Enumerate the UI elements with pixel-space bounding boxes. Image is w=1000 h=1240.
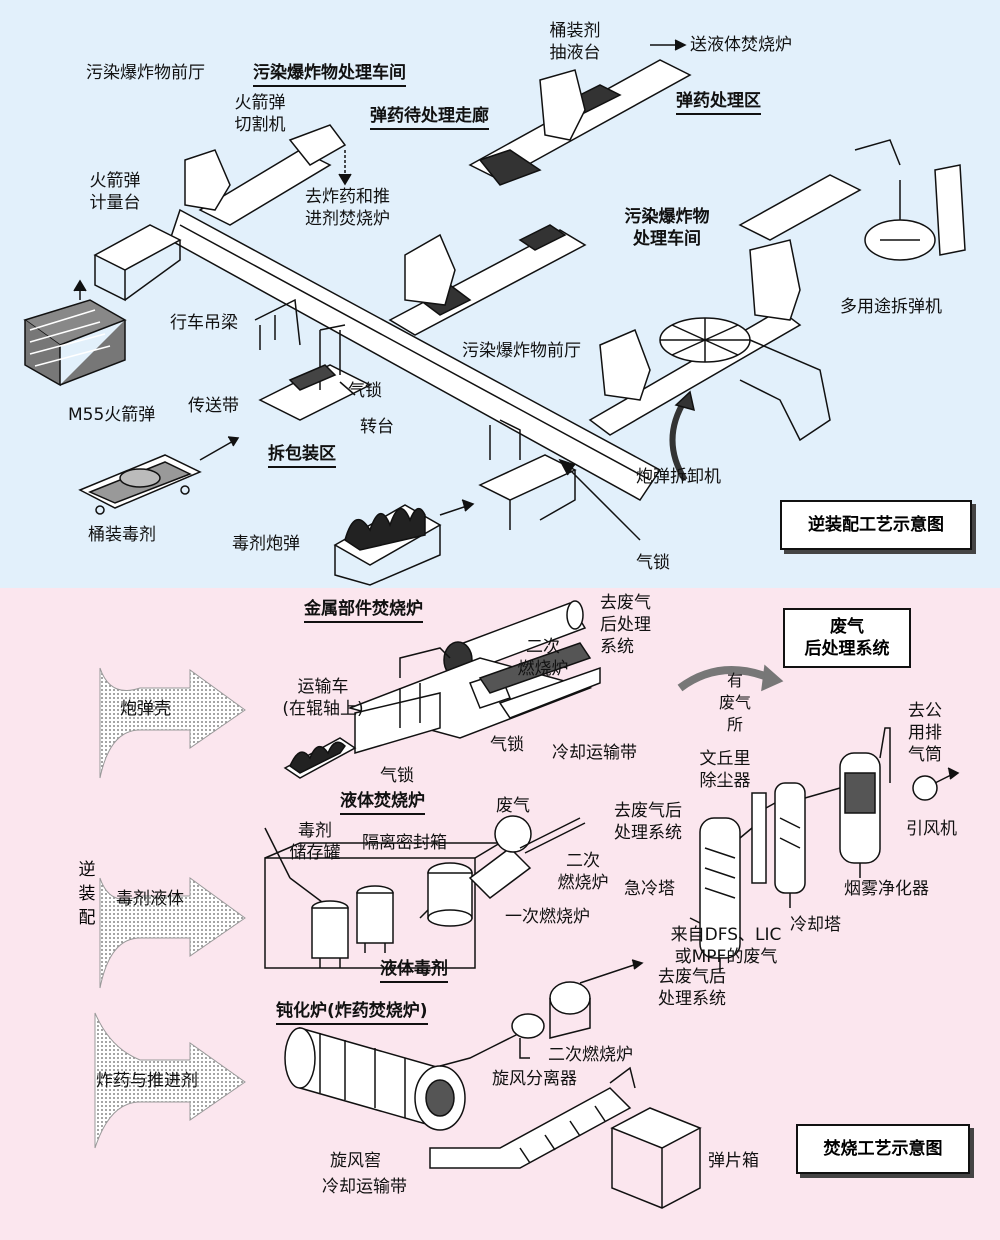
arrow-explosives [94, 1012, 246, 1149]
label-secondary-1: 二次 燃烧炉 [517, 637, 569, 679]
label-to-gas-1: 去废气 后处理 系统 [600, 593, 651, 657]
label-multi-machine: 多用途拆弹机 [840, 297, 942, 317]
label-venturi: 文丘里 除尘器 [699, 749, 751, 791]
label-to-gas-3: 去废气后 处理系统 [658, 967, 726, 1009]
incineration-drawing [94, 600, 960, 1209]
label-shell-machine: 炮弹拆卸机 [636, 467, 721, 487]
label-corridor: 弹药待处理走廊 [370, 105, 489, 130]
booth-4 [749, 239, 801, 321]
label-from-dfs: 来自DFS、LIC 或MPF的废气 [670, 925, 782, 967]
label-to-liquid: 送液体焚烧炉 [690, 35, 792, 55]
label-quench: 急冷塔 [624, 879, 675, 899]
main-corridor [169, 208, 662, 501]
label-workshop-1: 污染爆炸物处理车间 [253, 62, 406, 87]
drum-agent-cart [78, 454, 202, 515]
label-front-hall-1: 污染爆炸物前厅 [86, 63, 205, 83]
label-rotary-kiln: 旋风窖 [330, 1151, 381, 1171]
label-front-hall-2: 污染爆炸物前厅 [462, 341, 581, 361]
label-fan: 引风机 [906, 819, 957, 839]
arrow-shell-casing [99, 667, 246, 779]
label-metal-furnace: 金属部件焚烧炉 [304, 598, 423, 623]
reverse-assembly-panel: 污染爆炸物前厅 污染爆炸物处理车间 火箭弹 切割机 火箭弹 计量台 去炸药和推 … [0, 0, 1000, 588]
cooling-conveyor-2 [429, 1087, 632, 1169]
booth-2 [404, 233, 456, 306]
label-cool-tower: 冷却塔 [790, 915, 841, 935]
label-smoke: 烟雾净化器 [844, 879, 929, 899]
booth-5 [539, 69, 586, 141]
cooling-tower [774, 782, 806, 894]
incineration-panel: 金属部件焚烧炉 去废气 后处理 系统 二次 燃烧炉 运输车 (在辊轴上) 气锁 … [0, 588, 1000, 1240]
reverse-assembly-drawing [23, 39, 966, 586]
arrow-toxic-liquid [99, 877, 246, 989]
label-rocket-meter: 火箭弹 计量台 [89, 171, 141, 213]
label-waste-gas: 废气 [496, 796, 530, 816]
label-ammo-area: 弹药处理区 [676, 90, 761, 115]
label-liquid-agent: 液体毒剂 [380, 958, 448, 983]
multi-machine-table [738, 174, 862, 241]
label-unpack: 拆包装区 [268, 443, 336, 468]
label-passivation: 钝化炉(炸药焚烧炉) [276, 1000, 428, 1025]
shrapnel-box [610, 1107, 702, 1149]
label-cart: 运输车 (在辊轴上) [282, 677, 364, 719]
label-waste-gas-curve: 有 废气 所 [718, 671, 751, 734]
label-m55: M55火箭弹 [68, 405, 156, 425]
label-liquid-furnace: 液体焚烧炉 [340, 790, 425, 815]
label-to-furnace: 去炸药和推 进剂焚烧炉 [305, 187, 390, 229]
arrow-label-shell-casing: 炮弹壳 [120, 699, 171, 719]
label-primary: 一次燃烧炉 [505, 907, 590, 927]
booth-1 [184, 149, 231, 211]
label-cyclone-sep: 旋风分离器 [492, 1069, 577, 1089]
storage-tank-2 [356, 892, 394, 944]
label-secondary-3: 二次燃烧炉 [548, 1045, 633, 1065]
label-crane: 行车吊梁 [170, 313, 238, 333]
label-sealed-box: 隔离密封箱 [362, 833, 447, 853]
toxic-shell-pallet [333, 504, 442, 586]
label-airlock-a: 气锁 [490, 735, 524, 755]
label-to-gas-2: 去废气后 处理系统 [614, 801, 682, 843]
venturi-scrubber [751, 792, 767, 884]
label-storage: 毒剂 储存罐 [289, 821, 341, 863]
storage-tank-1 [311, 907, 349, 959]
gas-treatment-box: 废气 后处理系统 [783, 608, 911, 668]
label-turntable: 转台 [360, 417, 394, 437]
label-cool-belt-2: 冷却运输带 [322, 1177, 407, 1197]
label-rocket-cut: 火箭弹 切割机 [234, 93, 286, 135]
isolation-box [264, 857, 476, 969]
label-reverse-assembly: 逆 装 配 [78, 860, 96, 928]
upper-conveyor [198, 149, 332, 226]
label-shrapnel-box: 弹片箱 [708, 1151, 759, 1171]
crane-beam [254, 298, 301, 346]
arrow-label-explosives: 炸药与推进剂 [96, 1071, 198, 1091]
incineration-title-box: 焚烧工艺示意图 [796, 1124, 970, 1174]
label-drum-agent: 桶装毒剂 [88, 525, 156, 545]
label-airlock-1: 气锁 [348, 381, 382, 401]
label-to-stack: 去公 用排 气筒 [908, 701, 942, 765]
meter-table [93, 224, 182, 271]
label-toxic-shell: 毒剂炮弹 [232, 534, 300, 554]
furnace-body [354, 692, 441, 755]
label-cool-belt-1: 冷却运输带 [552, 743, 637, 763]
secondary-chamber-2 [468, 847, 532, 899]
label-secondary-2: 二次 燃烧炉 [557, 851, 609, 893]
m55-pallet [23, 299, 127, 387]
reverse-assembly-title-box: 逆装配工艺示意图 [780, 500, 972, 550]
label-conveyor: 传送带 [188, 396, 239, 416]
cutting-machine [288, 124, 347, 166]
induced-fan [912, 775, 938, 801]
arrow-label-toxic-liquid: 毒剂液体 [116, 889, 184, 909]
label-workshop-2: 污染爆炸物 处理车间 [624, 207, 710, 249]
label-airlock-2: 气锁 [636, 553, 670, 573]
booth-3 [599, 329, 651, 401]
label-airlock-b: 气锁 [380, 766, 414, 786]
label-drum-pump: 桶装剂 抽液台 [549, 21, 601, 63]
